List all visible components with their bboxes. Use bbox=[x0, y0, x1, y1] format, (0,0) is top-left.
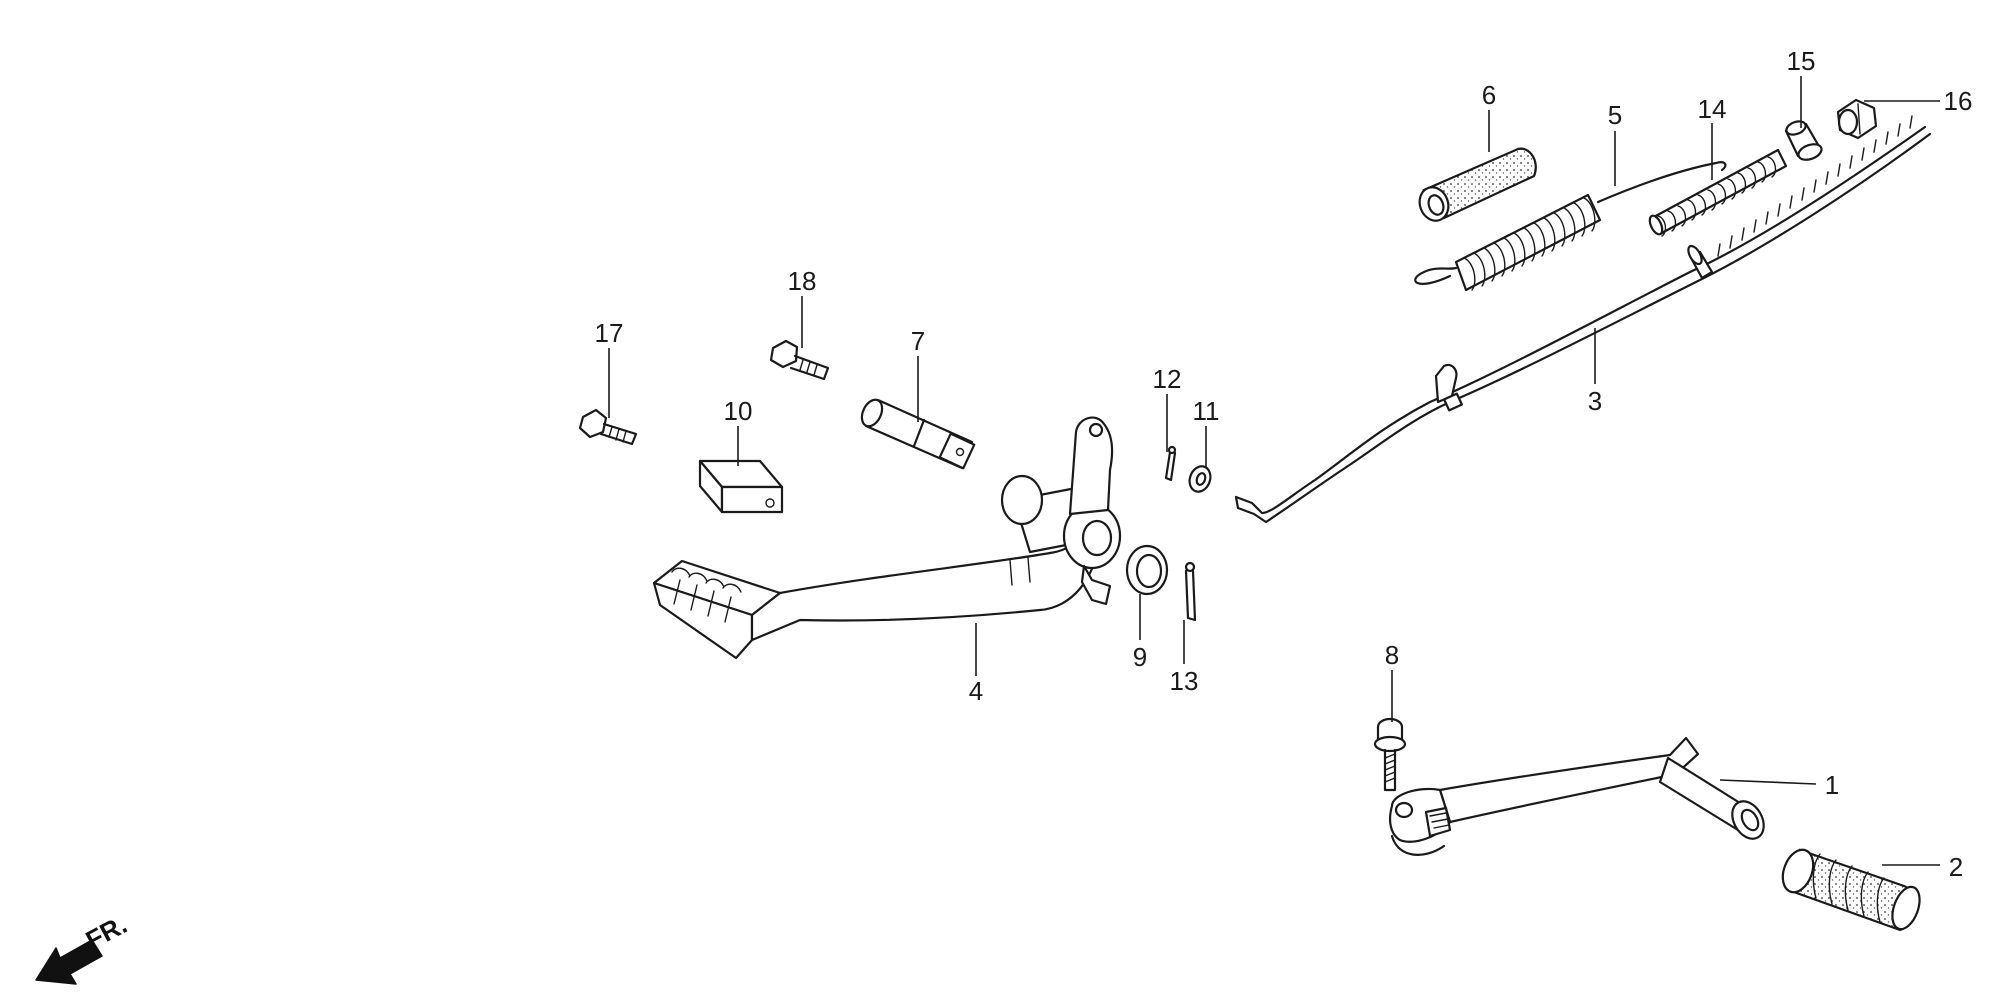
brake-pedal-4 bbox=[652, 416, 1122, 660]
leader-1 bbox=[1719, 779, 1817, 785]
leader-lines bbox=[608, 76, 1940, 866]
callout-3: 3 bbox=[1588, 386, 1602, 416]
spring-5 bbox=[1414, 161, 1727, 292]
callout-4: 4 bbox=[969, 676, 983, 706]
cotter-pin-12 bbox=[1164, 445, 1177, 482]
joint-15 bbox=[1784, 120, 1823, 161]
washer-11 bbox=[1188, 465, 1212, 493]
callout-14: 14 bbox=[1698, 94, 1727, 124]
callout-8: 8 bbox=[1385, 640, 1399, 670]
callout-7: 7 bbox=[911, 326, 925, 356]
brake-rod-3 bbox=[1234, 115, 1932, 524]
front-arrow-icon bbox=[35, 939, 103, 985]
bolt-8 bbox=[1373, 717, 1407, 792]
callout-labels: 1 2 3 4 5 6 7 8 9 10 11 12 13 14 15 16 1… bbox=[595, 46, 1973, 882]
callout-12: 12 bbox=[1153, 364, 1182, 394]
spring-14 bbox=[1648, 148, 1788, 237]
nut-16 bbox=[1836, 98, 1878, 140]
callout-13: 13 bbox=[1170, 666, 1199, 696]
callout-1: 1 bbox=[1825, 770, 1839, 800]
shaft-7 bbox=[860, 398, 976, 470]
rubber-grip-2 bbox=[1781, 848, 1921, 932]
front-direction-indicator: FR. bbox=[35, 909, 132, 985]
block-10 bbox=[698, 459, 784, 514]
cotter-pin-13 bbox=[1184, 561, 1197, 622]
callout-17: 17 bbox=[595, 318, 624, 348]
bolt-17 bbox=[578, 408, 638, 446]
seal-9 bbox=[1125, 544, 1169, 596]
callout-6: 6 bbox=[1482, 80, 1496, 110]
callout-5: 5 bbox=[1608, 100, 1622, 130]
callout-16: 16 bbox=[1944, 86, 1973, 116]
bolt-18 bbox=[769, 339, 830, 381]
sleeve-6 bbox=[1418, 147, 1537, 222]
callout-10: 10 bbox=[724, 396, 753, 426]
callout-18: 18 bbox=[788, 266, 817, 296]
callout-15: 15 bbox=[1787, 46, 1816, 76]
callout-11: 11 bbox=[1193, 396, 1220, 426]
callout-2: 2 bbox=[1949, 852, 1963, 882]
gearshift-pedal-1 bbox=[1389, 736, 1765, 856]
callout-9: 9 bbox=[1133, 642, 1147, 672]
